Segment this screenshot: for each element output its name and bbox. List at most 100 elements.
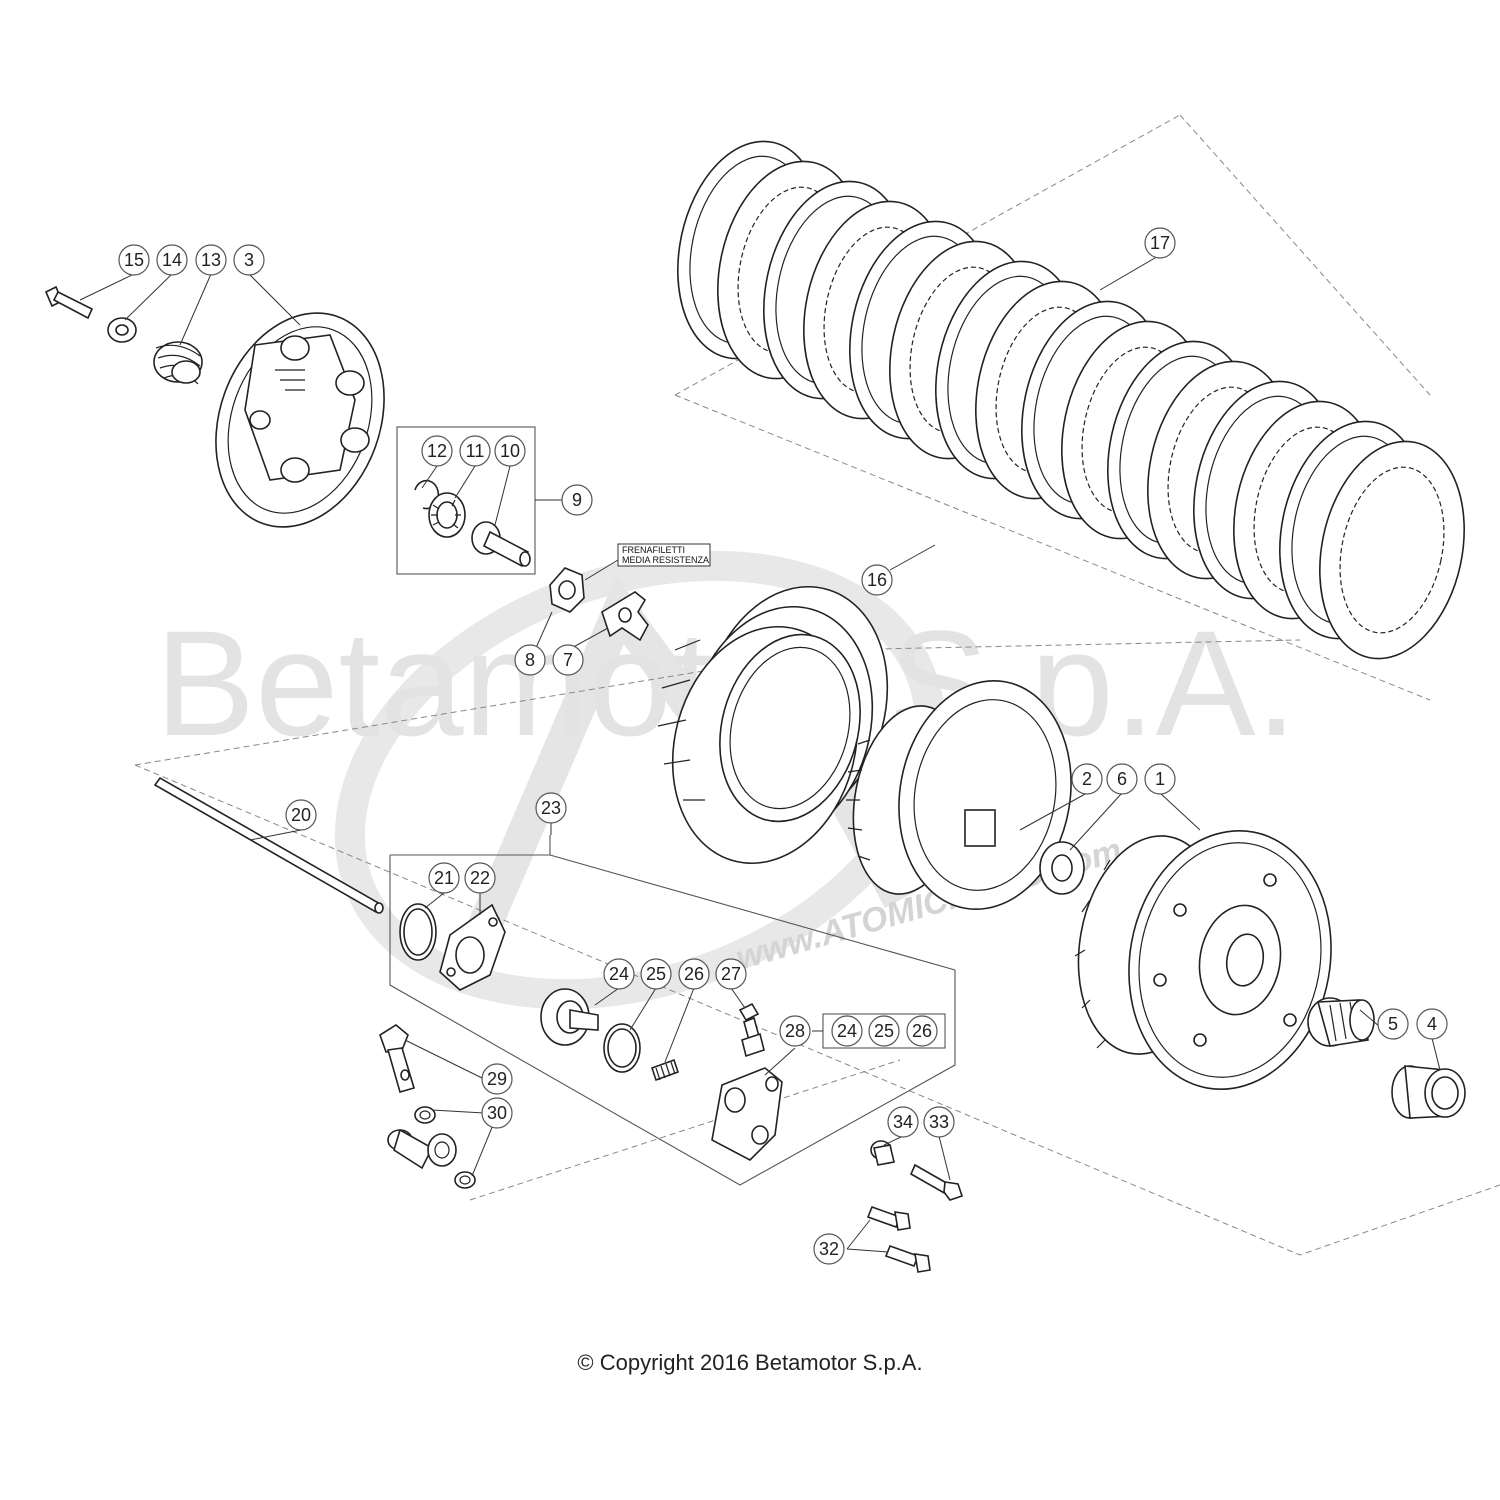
clutch-inner-hub — [846, 679, 1072, 911]
callout-34: 34 — [887, 1106, 919, 1138]
callout-label: 10 — [500, 441, 520, 461]
callout-circle — [195, 244, 227, 276]
bolt-15 — [44, 285, 94, 320]
callout-label: 2 — [1082, 769, 1092, 789]
callout-12: 12 — [421, 435, 453, 467]
callout-circle — [1416, 1008, 1448, 1040]
callout-circle — [233, 244, 265, 276]
callout-circle — [464, 862, 496, 894]
callout-15: 15 — [118, 244, 150, 276]
callout-9: 9 — [561, 484, 593, 516]
callout-circle — [1144, 227, 1176, 259]
callout-circle — [779, 1015, 811, 1047]
callout-circle — [813, 1233, 845, 1265]
callout-label: 25 — [874, 1021, 894, 1041]
callout-circle — [640, 958, 672, 990]
callout-circle — [428, 862, 460, 894]
callout-22: 22 — [464, 862, 496, 894]
callout-circle — [1071, 763, 1103, 795]
bolt-33 — [909, 1163, 964, 1201]
callout-label: 33 — [929, 1112, 949, 1132]
callout-label: 21 — [434, 868, 454, 888]
callout-circle — [715, 958, 747, 990]
callout-circle — [514, 644, 546, 676]
callout-circle — [868, 1015, 900, 1047]
callout-23: 23 — [535, 792, 567, 824]
callout-label: 30 — [487, 1103, 507, 1123]
banjo-fitting-group — [379, 1024, 494, 1189]
callout-circle — [887, 1106, 919, 1138]
callout-circle — [561, 484, 593, 516]
callout-label: 32 — [819, 1239, 839, 1259]
callout-circle — [535, 792, 567, 824]
callout-32: 32 — [813, 1233, 845, 1265]
bleed-nipple-27 — [738, 1002, 765, 1058]
pressure-plate-3 — [215, 312, 385, 528]
callout-24: 24 — [603, 958, 635, 990]
callout-label: 8 — [525, 650, 535, 670]
callout-circle — [678, 958, 710, 990]
callout-25: 25 — [868, 1015, 900, 1047]
callout-circle — [481, 1063, 513, 1095]
callout-label: 34 — [893, 1112, 913, 1132]
callout-label: 14 — [162, 250, 182, 270]
callout-33: 33 — [923, 1106, 955, 1138]
bolt-32a — [866, 1205, 911, 1231]
callout-label: 24 — [609, 964, 629, 984]
callout-8: 8 — [514, 644, 546, 676]
callout-2: 2 — [1071, 763, 1103, 795]
callout-label: 25 — [646, 964, 666, 984]
callout-circle — [285, 799, 317, 831]
callout-circle — [421, 435, 453, 467]
needle-bearing-11 — [428, 492, 466, 538]
callout-label: 5 — [1388, 1014, 1398, 1034]
callout-label: 9 — [572, 490, 582, 510]
callout-circle — [1377, 1008, 1409, 1040]
threadlock-note-line2: MEDIA RESISTENZA — [622, 555, 709, 565]
callout-label: 26 — [684, 964, 704, 984]
callout-circle — [494, 435, 526, 467]
callout-14: 14 — [156, 244, 188, 276]
callout-label: 11 — [466, 441, 485, 461]
callout-11: 11 — [459, 435, 491, 467]
callout-label: 1 — [1155, 769, 1165, 789]
callout-circle — [481, 1097, 513, 1129]
steel-disc-inner-teeth — [1339, 466, 1445, 634]
washer-14 — [107, 317, 137, 343]
push-rod-20 — [153, 776, 384, 914]
callout-13: 13 — [195, 244, 227, 276]
bushing-4 — [1391, 1065, 1466, 1119]
callout-circle — [1144, 763, 1176, 795]
callout-label: 13 — [201, 250, 221, 270]
callout-29: 29 — [481, 1063, 513, 1095]
callout-circle — [603, 958, 635, 990]
callout-circle — [861, 564, 893, 596]
callout-label: 23 — [541, 798, 561, 818]
callout-26: 26 — [678, 958, 710, 990]
copper-washer-30a — [414, 1106, 436, 1124]
callout-label: 16 — [867, 570, 887, 590]
callout-circle — [1106, 763, 1138, 795]
callout-label: 28 — [785, 1021, 805, 1041]
banjo-union — [387, 1128, 457, 1170]
steel-disc — [1319, 440, 1465, 660]
callout-label: 24 — [837, 1021, 857, 1041]
callout-17: 17 — [1144, 227, 1176, 259]
spring-13 — [153, 341, 203, 385]
assembled-disc-pack — [657, 585, 889, 865]
clutch-disc-stack — [677, 140, 1465, 660]
nut-and-lock-washer: FRENAFILETTI MEDIA RESISTENZA — [534, 543, 711, 651]
pushrod-piece-10 — [471, 521, 531, 568]
callout-label: 12 — [427, 441, 447, 461]
callout-21: 21 — [428, 862, 460, 894]
threadlock-note — [617, 543, 711, 567]
callout-label: 6 — [1117, 769, 1127, 789]
callout-label: 7 — [563, 650, 573, 670]
thrust-washer-6 — [1039, 841, 1085, 895]
callout-5: 5 — [1377, 1008, 1409, 1040]
thrust-bearing-group-9 — [396, 426, 562, 575]
callout-label: 29 — [487, 1069, 507, 1089]
callout-16: 16 — [861, 564, 893, 596]
